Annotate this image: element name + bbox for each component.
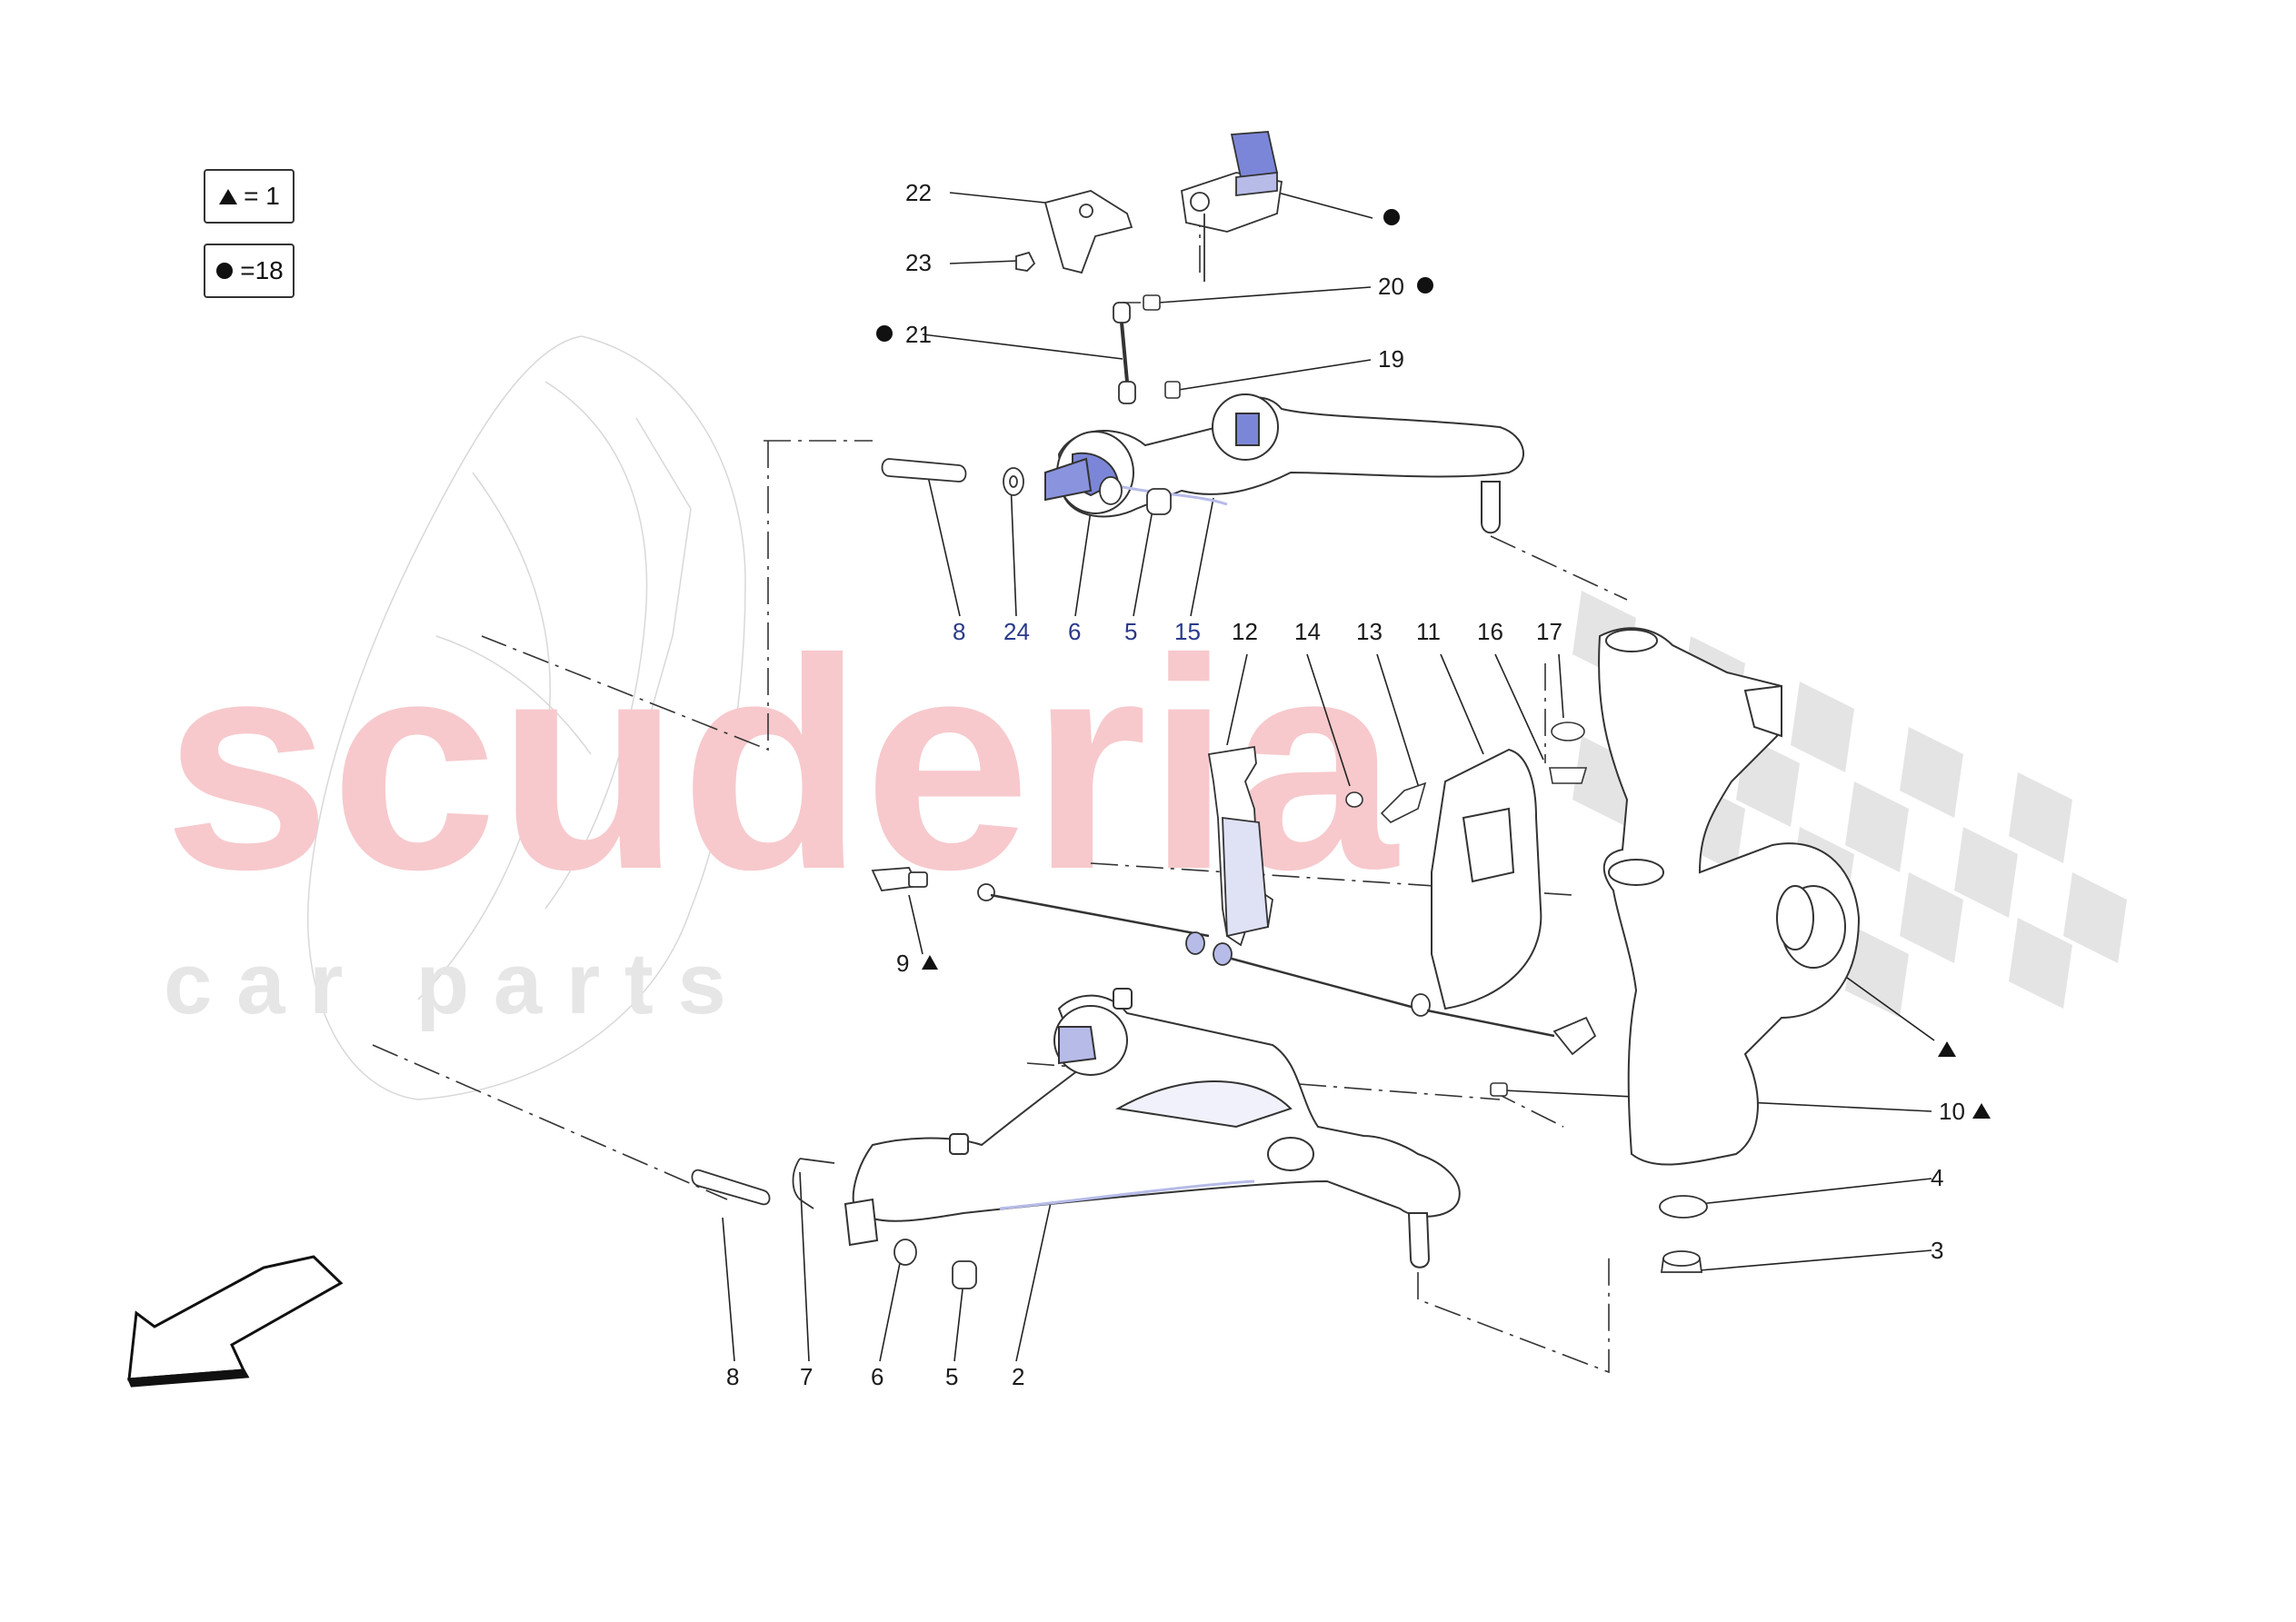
part-20-bolt <box>1123 294 1161 311</box>
callout-10: 10 <box>1939 1098 1965 1125</box>
watermark-tagline: c a r p a r t s <box>164 935 726 1032</box>
part-12-bracket <box>1207 745 1273 947</box>
part-4-washer <box>1659 1195 1708 1219</box>
triangle-marker <box>1938 1041 1956 1057</box>
part-11-brake-shield <box>1431 748 1542 1010</box>
watermark-brand: scuderia <box>164 596 1399 931</box>
part-7-clip <box>792 1158 835 1209</box>
legend-triangle-text: = 1 <box>244 182 280 210</box>
part-8-pin-top <box>881 458 967 483</box>
circle-marker <box>876 325 893 342</box>
callout-2: 2 <box>1012 1363 1024 1390</box>
callout-5-bottom: 5 <box>945 1363 958 1390</box>
part-21-link-rod <box>1113 302 1136 404</box>
part-10-bolt <box>1490 1082 1508 1097</box>
callout-6-bottom: 6 <box>871 1363 883 1390</box>
part-2-lower-wishbone <box>844 988 1461 1269</box>
callout-9: 9 <box>896 950 909 977</box>
lower-bushing-parts <box>691 1158 977 1289</box>
callout-21: 21 <box>905 321 932 348</box>
triangle-marker <box>1972 1103 1991 1119</box>
callout-19: 19 <box>1378 345 1404 373</box>
triangle-marker <box>922 955 938 970</box>
legend-triangle: = 1 <box>204 169 294 224</box>
upper-bushing-parts <box>881 458 1172 515</box>
direction-arrow <box>126 1255 344 1388</box>
part-14-nut <box>1345 791 1363 808</box>
callout-7: 7 <box>800 1363 813 1390</box>
part-9-speed-sensor-cable <box>871 867 1597 1056</box>
part-22-bracket <box>1043 190 1133 274</box>
callout-11: 11 <box>1416 618 1441 645</box>
callout-24: 24 <box>1003 618 1030 645</box>
part-17-washer <box>1551 721 1585 741</box>
part-5-bushing-top <box>1146 488 1172 515</box>
callout-23: 23 <box>905 249 932 276</box>
part-19-nut <box>1164 381 1181 399</box>
callout-20: 20 <box>1378 273 1404 300</box>
part-5-bushing-bottom <box>952 1260 977 1289</box>
circle-icon <box>216 263 234 279</box>
callout-17: 17 <box>1536 618 1562 645</box>
part-23-nut <box>1015 251 1036 272</box>
callout-12: 12 <box>1232 618 1258 645</box>
callout-labels: 22 23 20 21 19 8 24 6 5 15 12 14 13 11 1… <box>726 179 1965 1390</box>
legend-circle-text: =18 <box>240 256 284 284</box>
callout-3: 3 <box>1931 1237 1943 1264</box>
circle-marker <box>1417 277 1433 294</box>
callout-6-top: 6 <box>1068 618 1081 645</box>
callout-16: 16 <box>1477 618 1503 645</box>
part-15-upper-wishbone <box>1044 393 1524 534</box>
circle-marker <box>1383 209 1400 225</box>
markers <box>876 209 1991 1119</box>
ghost-chassis-outline <box>307 335 746 1100</box>
callout-15: 15 <box>1174 618 1201 645</box>
callout-13: 13 <box>1356 618 1383 645</box>
callout-4: 4 <box>1931 1164 1943 1191</box>
hub-carrier <box>1598 627 1861 1166</box>
part-6-washer-bottom <box>893 1239 917 1266</box>
callout-5-top: 5 <box>1124 618 1137 645</box>
callout-8-top: 8 <box>953 618 965 645</box>
callout-22: 22 <box>905 179 932 206</box>
legend-circle: =18 <box>204 244 294 298</box>
part-3-nut <box>1660 1250 1703 1273</box>
part-13-clip <box>1380 781 1427 823</box>
part-8-pin-bottom <box>691 1169 771 1206</box>
ride-height-sensor <box>1181 131 1283 282</box>
part-16-nut <box>1549 767 1588 784</box>
callout-14: 14 <box>1294 618 1321 645</box>
callout-8-bottom: 8 <box>726 1363 739 1390</box>
part-6-washer-top <box>1099 476 1123 505</box>
triangle-icon <box>219 189 238 204</box>
